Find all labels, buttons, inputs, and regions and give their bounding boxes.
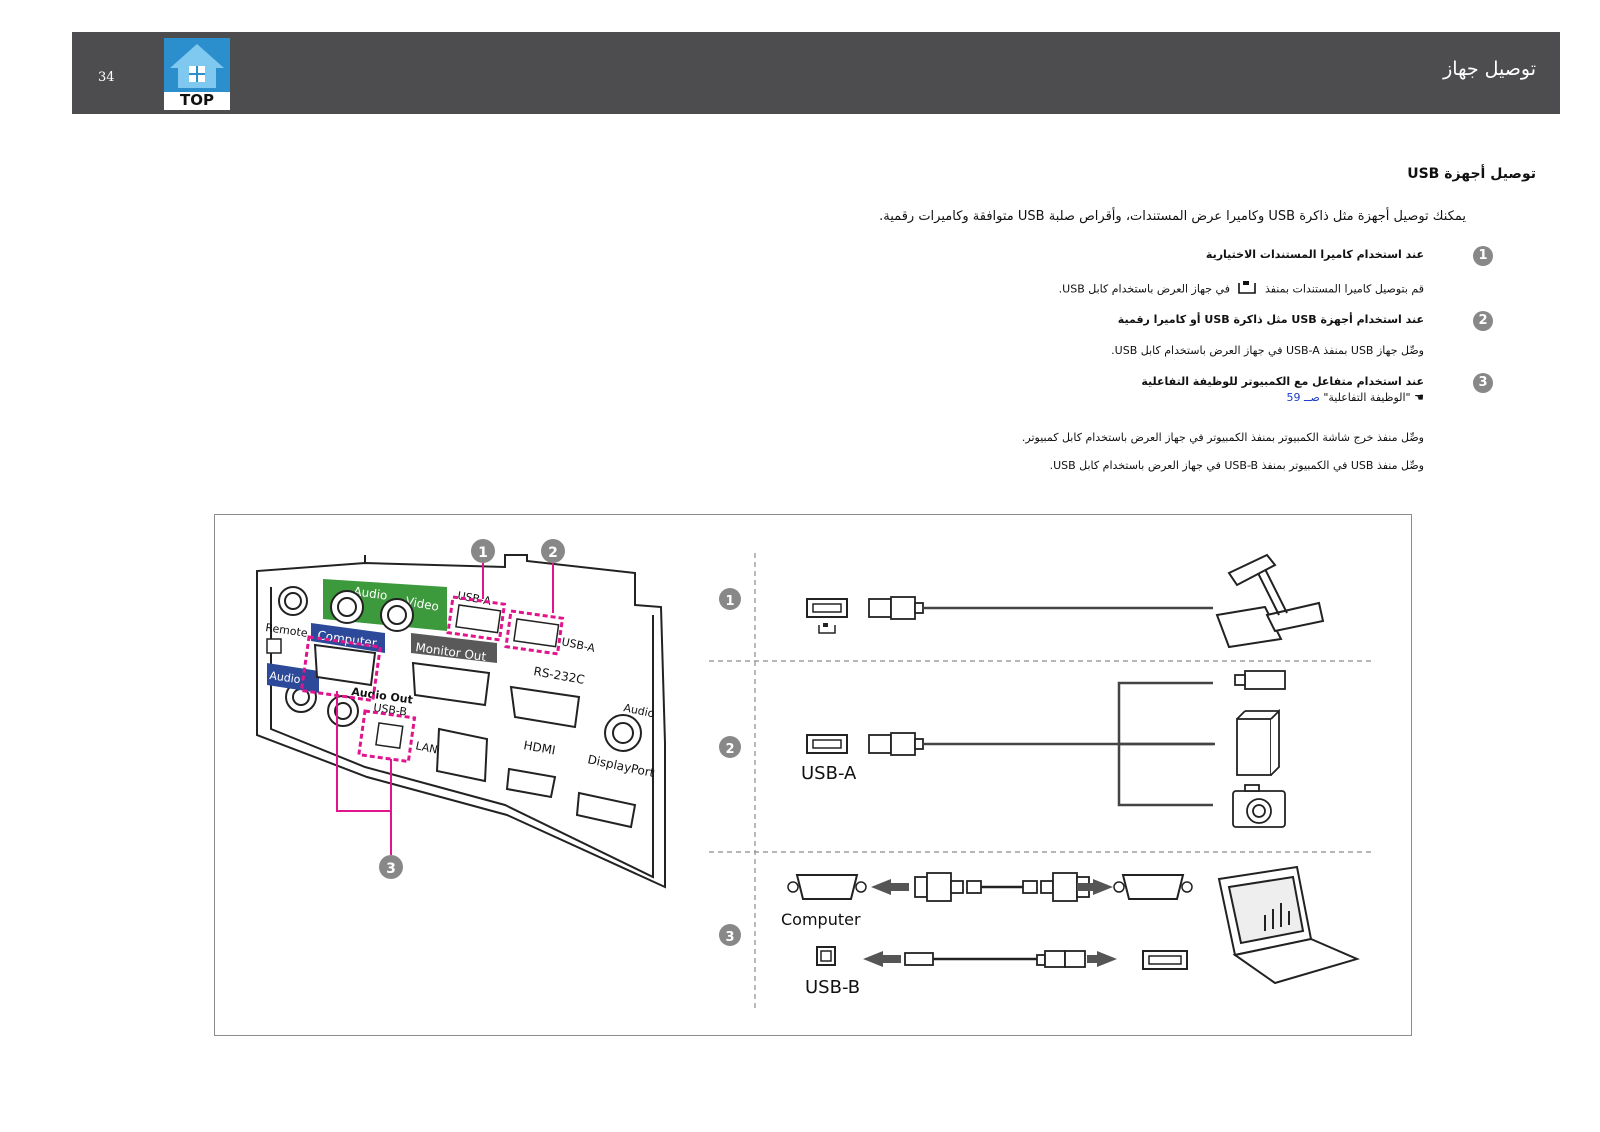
callout-3: 3 [386, 861, 396, 877]
item-body-line: وصِّل منفذ خرج شاشة الكمبيوتر بمنفذ الكم… [1021, 431, 1424, 444]
arrow-right-icon [1087, 951, 1117, 967]
header-bar [72, 32, 1560, 114]
highlight-usb-a-2 [504, 609, 565, 656]
digital-camera-icon [1232, 784, 1286, 828]
row-separators [709, 553, 1375, 1011]
computer-vga-port-icon [795, 874, 859, 900]
rs232c-port [509, 685, 581, 729]
remote-port [266, 638, 282, 654]
callout-2: 2 [548, 545, 558, 561]
section-title: توصيل أجهزة USB [1407, 166, 1536, 182]
usb-b-cable-icon [904, 950, 1086, 968]
audio-label: Audio [353, 584, 389, 603]
page-number: 34 [98, 70, 115, 85]
item-heading: عند استخدام كاميرا المستندات الاختيارية [1205, 248, 1424, 261]
intro-text: يمكنك توصيل أجهزة مثل ذاكرة USB وكاميرا … [879, 209, 1466, 224]
audio-left-block [267, 663, 319, 693]
item-body: قم بتوصيل كاميرا المستندات بمنفذ في جهاز… [1059, 280, 1424, 299]
arrow-right-icon [1077, 879, 1113, 895]
monitor-out-port [411, 661, 491, 707]
usb-flash-drive-icon [1234, 670, 1286, 690]
hdmi-port [505, 767, 557, 799]
usb-a-plug-icon [868, 596, 924, 620]
item-number-badge: 3 [1473, 373, 1493, 393]
item-number-badge: 1 [1473, 246, 1493, 266]
audio-left-label: Audio [269, 669, 302, 686]
usb-a-plug-icon [868, 732, 924, 756]
hdmi-label: HDMI [522, 738, 556, 757]
row-1-connection [806, 553, 1325, 649]
laptop-vga-port-icon [1121, 874, 1185, 900]
top-link-button[interactable]: TOP [164, 38, 230, 110]
usb-a-row-label: USB-A [801, 763, 857, 784]
usb-b-row-label: USB-B [805, 977, 860, 998]
computer-row-label: Computer [781, 910, 861, 929]
vga-cable-icon [914, 872, 1090, 902]
row-number-1: 1 [725, 594, 734, 609]
row-number-3: 3 [725, 930, 734, 945]
laptop-icon [1217, 865, 1360, 985]
reference-row: ☚ "الوظيفة التفاعلية" صــ 59 [1287, 391, 1424, 404]
remote-label: Remote [265, 621, 309, 640]
video-label: Video [404, 594, 440, 614]
reference-link[interactable]: صــ 59 [1286, 391, 1320, 404]
row-2-connection: USB-A [801, 670, 1286, 828]
item-number-badge: 2 [1473, 311, 1493, 331]
item-body-after: في جهاز العرض باستخدام كابل USB. [1058, 282, 1230, 296]
item-body: وصِّل جهاز USB بمنفذ USB-A في جهاز العرض… [1111, 344, 1424, 357]
row-3-connection: Computer USB-B [781, 865, 1360, 998]
pointing-hand-icon: ☚ [1414, 391, 1424, 404]
lan-label: LAN [414, 739, 438, 756]
projector-rear-panel [256, 554, 666, 889]
connection-diagram: Audio Video Remote Audio Computer Audio … [214, 514, 1412, 1036]
home-icon [164, 38, 230, 92]
round-jacks [278, 586, 642, 752]
item-heading: عند استخدام أجهزة USB مثل ذاكرة USB أو ك… [1117, 313, 1424, 326]
usb-b-port-icon [816, 946, 836, 966]
item-body-line: وصِّل منفذ USB في الكمبيوتر بمنفذ USB-B … [1049, 459, 1424, 472]
usb-document-camera-port-icon [1233, 280, 1261, 299]
hard-drive-icon [1236, 708, 1280, 776]
displayport-port [575, 791, 637, 829]
computer-port [313, 643, 377, 687]
usb-a-port-1 [455, 604, 502, 634]
highlight-usb-b [357, 709, 417, 764]
callout-1: 1 [478, 545, 488, 561]
item-heading: عند استخدام متفاعل مع الكمبيوتر للوظيفة … [1141, 375, 1424, 388]
row-number-2: 2 [725, 742, 734, 757]
usb-a-side-label: USB-A [560, 635, 596, 655]
arrow-left-icon [863, 951, 901, 967]
arrow-left-icon [871, 879, 909, 895]
header-title: توصيل جهاز [1443, 58, 1536, 80]
top-label: TOP [180, 91, 214, 109]
rs232c-label: RS-232C [532, 664, 585, 687]
row-numbers: 1 2 3 [719, 588, 741, 946]
item-body-before: قم بتوصيل كاميرا المستندات بمنفذ [1264, 282, 1424, 296]
displayport-label: DisplayPort [586, 752, 656, 780]
monitor-out-block [411, 633, 497, 663]
panel-callouts: 1 2 3 [379, 539, 565, 879]
reference-text: "الوظيفة التفاعلية" [1323, 391, 1411, 404]
document-camera-icon [1215, 553, 1325, 649]
audio-right-label: Audio [622, 701, 656, 720]
usb-a-port-2 [513, 618, 560, 648]
callout-leaders [336, 561, 554, 855]
lan-port [435, 727, 489, 783]
highlight-usb-a-1 [446, 595, 507, 642]
usb-b-port [375, 722, 404, 749]
